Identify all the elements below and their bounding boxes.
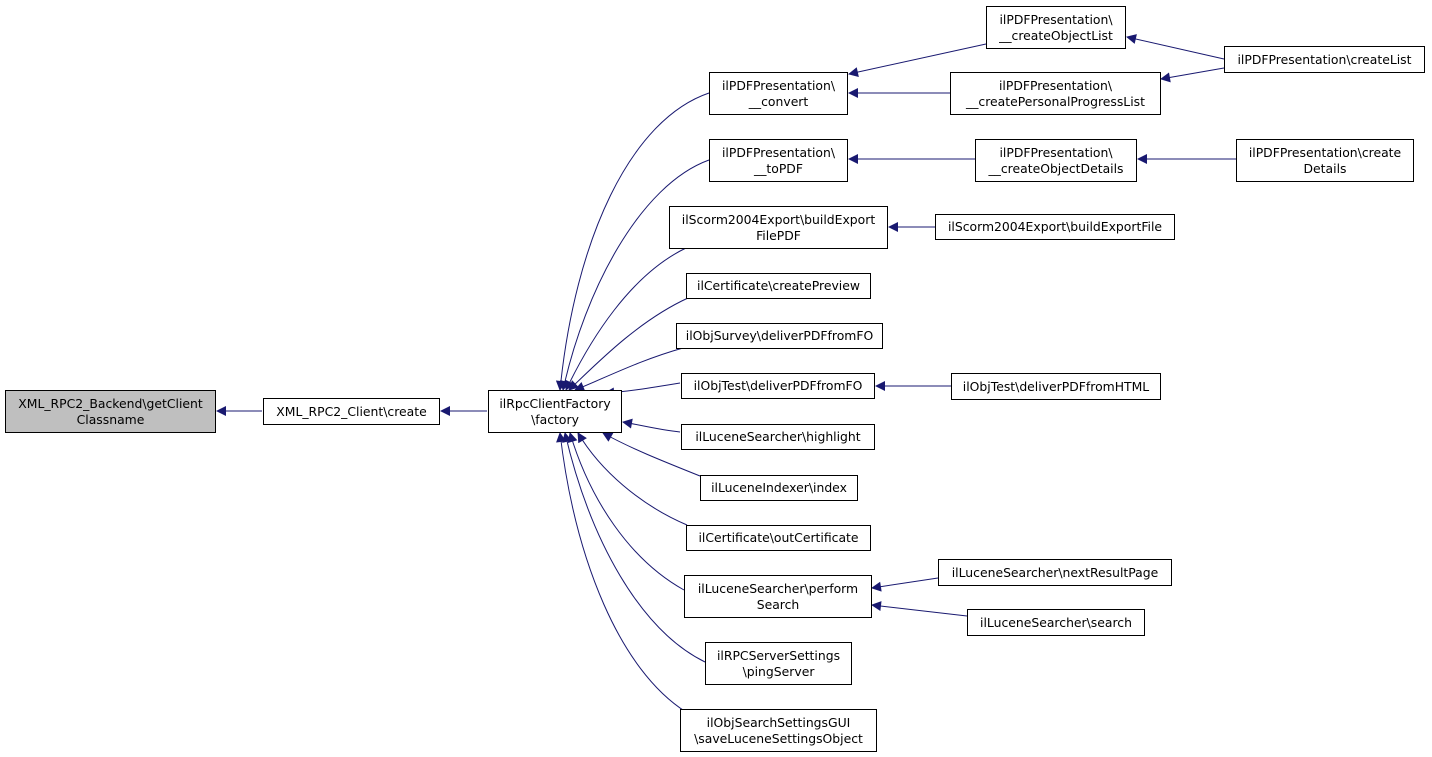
node-label-line: __createObjectList	[999, 27, 1113, 43]
node-test-deliver-pdf-from-fo[interactable]: ilObjTest\deliverPDFfromFO	[681, 373, 875, 399]
node-label-line: ilPDFPresentation\create	[1248, 144, 1402, 160]
node-label-line: ilPDFPresentation\	[998, 77, 1113, 93]
edge-scorm-buildpdf-to-factory	[565, 247, 687, 391]
node-label-line: Search	[756, 596, 800, 612]
node-rpc-server-settings-ping-server[interactable]: ilRPCServerSettings \pingServer	[705, 642, 852, 685]
edge-pdf-createlist-to-pdf-progress	[1160, 67, 1225, 83]
node-label-line: XML_RPC2_Client\create	[276, 403, 427, 419]
node-label-line: ilObjSurvey\deliverPDFfromFO	[685, 328, 874, 343]
node-label-line: ilScorm2004Export\buildExportFile	[947, 219, 1163, 234]
node-scorm-build-export-file-pdf[interactable]: ilScorm2004Export\buildExport FilePDF	[669, 206, 888, 249]
edge-searcher-highlight-to-factory	[622, 418, 681, 433]
node-label-line: ilCertificate\outCertificate	[698, 530, 859, 545]
node-label-line: ilRpcClientFactory	[499, 395, 611, 411]
node-lucene-searcher-next-result-page[interactable]: ilLuceneSearcher\nextResultPage	[938, 559, 1172, 586]
node-pdf-create-personal-progress-list[interactable]: ilPDFPresentation\ __createPersonalProgr…	[950, 72, 1161, 115]
node-certificate-create-preview[interactable]: ilCertificate\createPreview	[686, 273, 871, 299]
node-label-line: ilObjTest\deliverPDFfromHTML	[962, 378, 1150, 394]
node-label-line: \pingServer	[742, 663, 815, 679]
node-label-line: \factory	[531, 411, 579, 427]
node-lucene-searcher-perform-search[interactable]: ilLuceneSearcher\perform Search	[684, 575, 872, 618]
node-rpc-client-factory[interactable]: ilRpcClientFactory \factory	[488, 390, 622, 433]
node-scorm-build-export-file[interactable]: ilScorm2004Export\buildExportFile	[935, 214, 1175, 240]
node-label-line: ilLuceneIndexer\index	[711, 480, 847, 495]
node-label-line: ilObjTest\deliverPDFfromFO	[693, 378, 863, 393]
node-lucene-searcher-highlight[interactable]: ilLuceneSearcher\highlight	[681, 424, 875, 450]
node-label-line: \saveLuceneSettingsObject	[694, 730, 863, 746]
edge-indexer-index-to-factory	[602, 432, 701, 477]
node-label-line: ilPDFPresentation\	[721, 77, 836, 93]
node-root-get-client-classname: XML_RPC2_Backend\getClient Classname	[5, 390, 216, 433]
node-pdf-create-details[interactable]: ilPDFPresentation\create Details	[1236, 139, 1414, 182]
node-label-line: ilCertificate\createPreview	[697, 278, 860, 293]
edge-search-settings-to-factory	[556, 432, 687, 713]
node-label-line: ilRPCServerSettings	[716, 647, 841, 663]
node-search-settings-save-lucene[interactable]: ilObjSearchSettingsGUI \saveLuceneSettin…	[680, 709, 877, 752]
node-label-line: Details	[1303, 160, 1347, 176]
node-label-line: ilPDFPresentation\createList	[1237, 51, 1412, 67]
node-pdf-topdf[interactable]: ilPDFPresentation\ __toPDF	[709, 139, 848, 182]
node-label-line: ilLuceneSearcher\search	[980, 614, 1132, 630]
node-label-line: ilLuceneSearcher\perform	[697, 580, 859, 596]
node-label-line: __convert	[748, 93, 809, 109]
node-label-line: __createObjectDetails	[988, 160, 1124, 176]
node-label-line: ilPDFPresentation\	[721, 144, 836, 160]
node-test-deliver-pdf-from-html[interactable]: ilObjTest\deliverPDFfromHTML	[951, 373, 1161, 400]
node-label-line: ilPDFPresentation\	[999, 144, 1113, 160]
node-label-line: XML_RPC2_Backend\getClient	[18, 395, 203, 411]
node-pdf-create-object-list[interactable]: ilPDFPresentation\ __createObjectList	[986, 6, 1126, 49]
node-client-create[interactable]: XML_RPC2_Client\create	[263, 398, 440, 425]
node-pdf-create-list[interactable]: ilPDFPresentation\createList	[1224, 46, 1425, 73]
node-label-line: __createPersonalProgressList	[966, 93, 1145, 109]
node-survey-deliver-pdf-from-fo[interactable]: ilObjSurvey\deliverPDFfromFO	[676, 323, 883, 349]
edge-rpc-ping-to-factory	[562, 432, 706, 663]
node-pdf-convert[interactable]: ilPDFPresentation\ __convert	[709, 72, 848, 115]
edge-searcher-next-to-searcher-perform	[871, 577, 939, 592]
edge-pdf-objlist-to-pdf-convert	[848, 43, 987, 77]
edge-pdf-convert-to-factory	[555, 92, 710, 391]
node-label-line: ilObjSearchSettingsGUI	[706, 714, 851, 730]
edge-cert-preview-to-factory	[568, 297, 689, 391]
edge-pdf-createlist-to-pdf-objlist	[1126, 34, 1225, 60]
node-label-line: ilLuceneSearcher\nextResultPage	[951, 564, 1159, 580]
node-label-line: Classname	[76, 411, 145, 427]
node-label-line: ilLuceneSearcher\highlight	[695, 429, 861, 444]
node-certificate-out-certificate[interactable]: ilCertificate\outCertificate	[686, 525, 871, 551]
edge-cert-out-to-factory	[577, 432, 688, 526]
node-label-line: FilePDF	[756, 227, 801, 243]
edge-searcher-search-to-searcher-perform	[871, 601, 968, 617]
edge-searcher-perform-to-factory	[567, 432, 685, 591]
node-label-line: ilPDFPresentation\	[999, 11, 1113, 27]
node-lucene-indexer-index[interactable]: ilLuceneIndexer\index	[700, 475, 858, 501]
node-lucene-searcher-search[interactable]: ilLuceneSearcher\search	[967, 609, 1145, 636]
node-label-line: __toPDF	[754, 160, 803, 176]
edge-survey-deliver-to-factory	[574, 347, 684, 392]
edge-pdf-topdf-to-factory	[560, 159, 710, 391]
node-label-line: ilScorm2004Export\buildExport	[681, 211, 876, 227]
node-pdf-create-object-details[interactable]: ilPDFPresentation\ __createObjectDetails	[975, 139, 1137, 182]
